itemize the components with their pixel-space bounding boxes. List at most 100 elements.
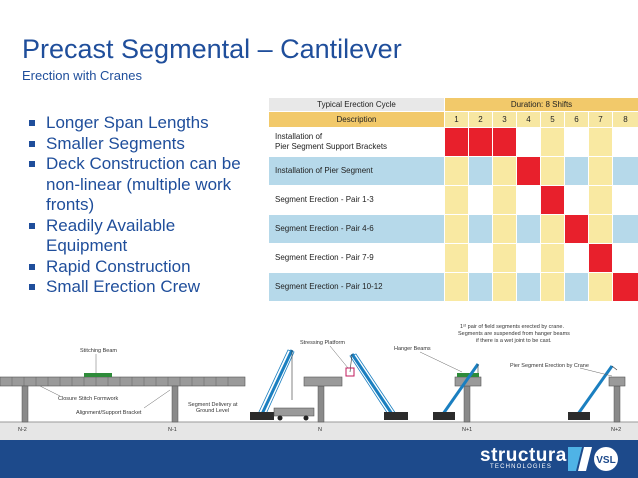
gantt-cell [468,185,493,215]
gantt-cell [588,127,613,157]
table-header-duration: Duration: 8 Shifts [444,97,638,112]
label-stitching-beam: Stitching Beam [80,348,117,354]
gantt-cell [564,272,589,302]
gantt-cell [516,185,541,215]
table-row: Segment Erection - Pair 10-12 [268,272,638,302]
task-description: Segment Erection - Pair 1-3 [268,185,445,215]
gantt-cell [588,272,613,302]
bullet-square-icon [29,120,35,126]
slide-title: Precast Segmental – Cantilever [22,34,402,64]
gantt-cell [516,127,541,157]
pier-n [317,385,325,423]
crane-boom-n-plus-1 [441,363,480,415]
deck-segment-joints [11,377,229,386]
pier-label-n-plus-1: N+1 [462,427,472,433]
label-note-line3: if there is a wet joint to be cast. [476,338,552,344]
gantt-cell [444,243,469,273]
hoist-line [611,365,618,371]
gantt-cell [444,272,469,302]
bullet-square-icon [29,284,35,290]
label-segment-delivery: Segment Delivery at [188,402,238,408]
vsl-badge [594,447,618,471]
cantilever-segments-n [303,376,343,387]
truck-wheel [277,415,283,421]
label-pier-segment-erection: Pier Segment Erection by Crane [510,363,589,369]
vsl-logo: VSL [568,447,618,471]
bullet-square-icon [29,161,35,167]
task-description: Installation of Pier Segment [268,156,445,186]
gantt-cell [612,243,638,273]
gantt-cell [516,214,541,244]
gantt-cell [564,156,589,186]
shift-header: 5 [540,111,565,128]
gantt-cell [540,272,565,302]
shift-header: 2 [468,111,493,128]
pier-n-plus-2 [613,385,621,423]
gantt-cell [588,214,613,244]
task-description: Segment Erection - Pair 4-6 [268,214,445,244]
stitching-beam [84,373,112,377]
slide-subtitle: Erection with Cranes [22,68,142,83]
ground-strip [0,422,638,440]
table-header-cycle: Typical Erection Cycle [268,97,445,112]
crane-body [433,412,455,420]
gantt-cell [588,185,613,215]
shift-header: 7 [588,111,613,128]
table-row: Installation of Pier Segment [268,156,638,186]
gantt-bar-cell [492,127,517,157]
task-description: Segment Erection - Pair 10-12 [268,272,445,302]
gantt-cell [540,243,565,273]
crane-body [250,412,274,420]
bullet-item: Rapid Construction [26,257,256,278]
label-note-line1: 1ˢᵗ pair of field segments erected by cr… [460,323,564,330]
gantt-cell [516,243,541,273]
vsl-text: VSL [596,455,615,466]
shift-header: 4 [516,111,541,128]
pier-label-n-2: N-2 [18,427,27,433]
shift-header: 1 [444,111,469,128]
gantt-cell [468,214,493,244]
gantt-cell [468,272,493,302]
gantt-cell [564,127,589,157]
gantt-cell [612,156,638,186]
segment-delivery-truck [273,407,315,417]
gantt-cell [540,214,565,244]
erection-diagram: Stitching Beam Closure Stitch Formwork A… [0,323,638,440]
label-ground-level: Ground Level [196,408,229,414]
pier-n-2 [21,385,29,423]
gantt-bar-cell [468,127,493,157]
completed-deck [0,376,246,387]
gantt-cell [468,243,493,273]
gantt-bar-cell [564,214,589,244]
bullet-square-icon [29,263,35,270]
gantt-cell [588,156,613,186]
crane-boom-right-n [350,353,394,415]
table-row: Segment Erection - Pair 1-3 [268,185,638,215]
gantt-cell [564,185,589,215]
task-description: Segment Erection - Pair 7-9 [268,243,445,273]
gantt-bar-cell [516,156,541,186]
truck-wheel [303,415,309,421]
gantt-bar-cell [612,272,638,302]
logo-subtext: TECHNOLOGIES [490,464,553,470]
erection-cycle-table: Typical Erection Cycle Duration: 8 Shift… [268,97,638,302]
gantt-cell [492,185,517,215]
gantt-cell [564,243,589,273]
crane-body [568,412,590,420]
vsl-stripe-icon [568,447,582,471]
gantt-cell [540,156,565,186]
logo-text: structural [480,445,573,466]
shift-header: 6 [564,111,589,128]
table-row: Segment Erection - Pair 7-9 [268,243,638,273]
pier-segment-n-plus-2 [608,376,626,387]
gantt-cell [444,185,469,215]
gantt-cell [492,243,517,273]
gantt-cell [516,272,541,302]
crane-lattice [349,353,397,415]
label-stressing-platform: Stressing Platform [300,340,345,346]
label-hanger-beams: Hanger Beams [394,346,431,352]
gantt-cell [540,127,565,157]
gantt-cell [468,156,493,186]
